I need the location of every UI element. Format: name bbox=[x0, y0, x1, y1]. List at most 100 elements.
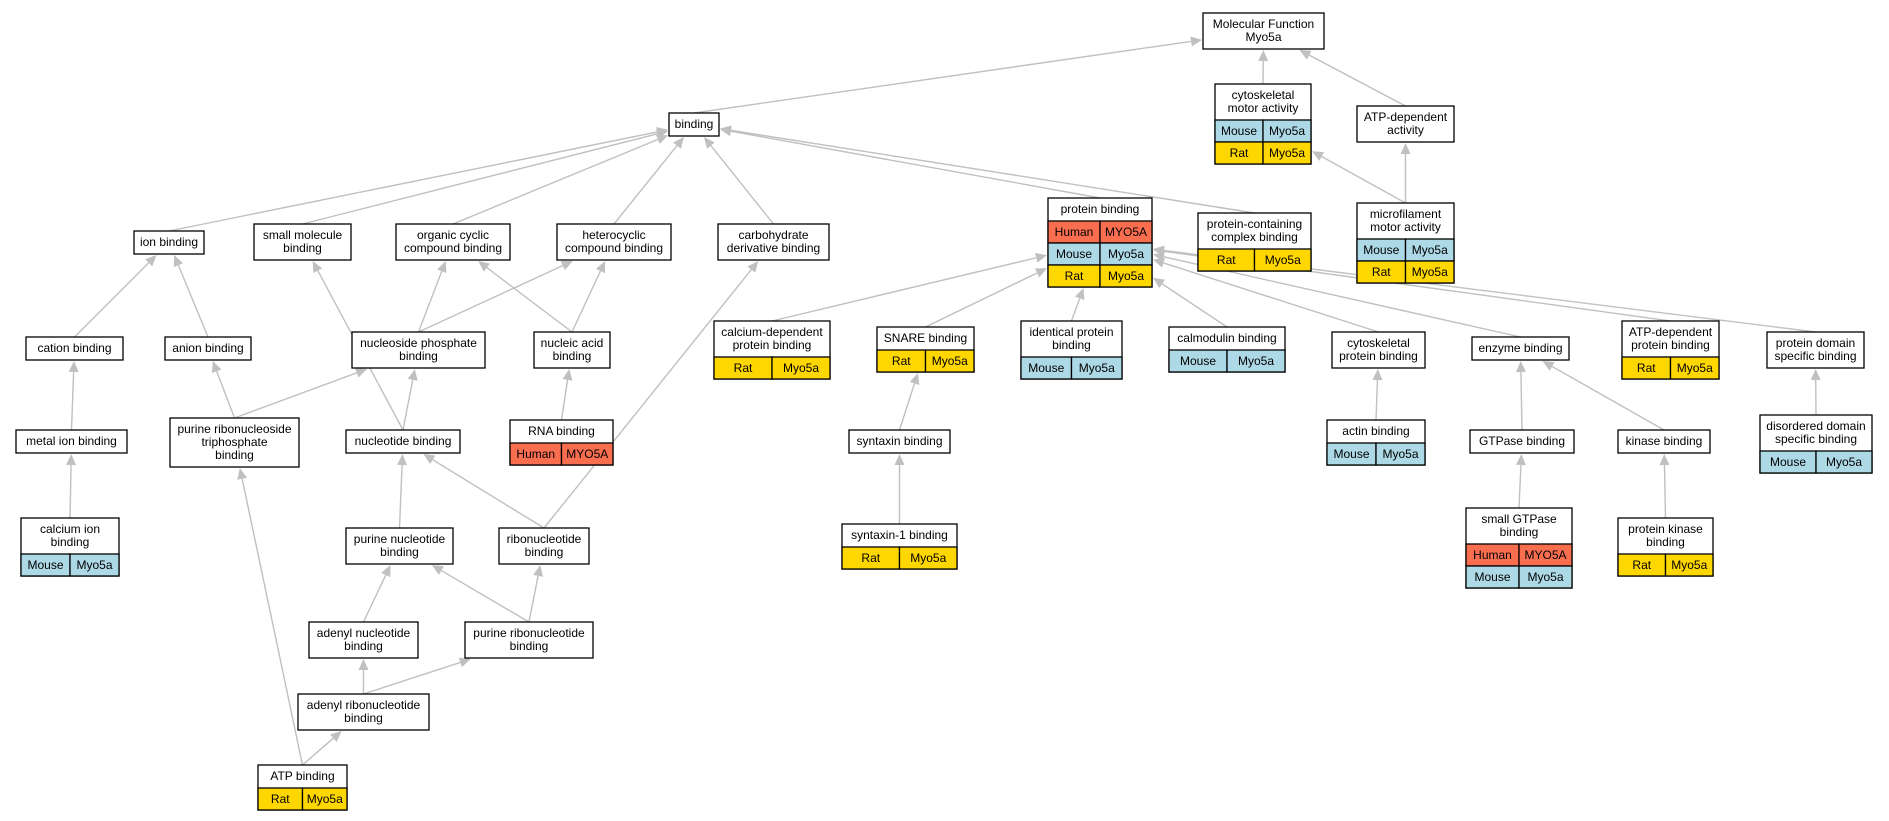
edge-cytoskeletal_motor_activity-to-molecular_function bbox=[1258, 50, 1269, 85]
node-label: binding bbox=[553, 349, 592, 363]
species-label: Human bbox=[516, 447, 555, 461]
node-label: binding bbox=[283, 241, 322, 255]
node-box bbox=[164, 336, 252, 361]
node-cation-binding[interactable]: cation binding bbox=[25, 336, 124, 361]
gene-cell bbox=[898, 546, 958, 570]
arrowhead-icon bbox=[431, 565, 444, 575]
arrowhead-icon bbox=[1190, 36, 1202, 47]
node-box bbox=[717, 223, 830, 261]
node-gtpase-binding[interactable]: GTPase binding bbox=[1469, 429, 1575, 454]
gene-label: Myo5a bbox=[1382, 447, 1418, 461]
edge-atp_binding-to-adenyl_ribonucleotide_binding bbox=[302, 731, 342, 766]
species-label: Rat bbox=[1230, 146, 1249, 160]
arrowhead-icon bbox=[1659, 454, 1670, 466]
species-label: Mouse bbox=[1770, 455, 1806, 469]
node-label: syntaxin binding bbox=[856, 434, 942, 448]
edge-purine_nucleotide_binding-to-nucleotide_binding bbox=[397, 454, 408, 529]
gene-cell bbox=[1070, 356, 1123, 380]
gene-label: Myo5a bbox=[1238, 354, 1274, 368]
node-ion-binding[interactable]: ion binding bbox=[133, 230, 205, 255]
node-label: ATP-dependent bbox=[1364, 110, 1448, 124]
node-anion-binding[interactable]: anion binding bbox=[164, 336, 252, 361]
node-box bbox=[498, 527, 590, 565]
edge-disordered_domain_specific_binding-to-protein_domain_specific_binding bbox=[1810, 369, 1821, 416]
arrowhead-icon bbox=[1542, 361, 1555, 371]
node-label: binding bbox=[525, 545, 564, 559]
node-label: calcium-dependent bbox=[721, 325, 823, 339]
node-label: protein binding bbox=[1061, 202, 1140, 216]
node-label: RNA binding bbox=[528, 424, 595, 438]
node-nucleotide-binding[interactable]: nucleotide binding bbox=[345, 429, 461, 454]
arrowhead-icon bbox=[1153, 277, 1165, 289]
node-kinase-binding[interactable]: kinase binding bbox=[1617, 429, 1711, 454]
species-label: Mouse bbox=[1474, 570, 1510, 584]
arrowhead-icon bbox=[478, 261, 490, 272]
species-label: Mouse bbox=[1180, 354, 1216, 368]
node-enzyme-binding[interactable]: enzyme binding bbox=[1471, 336, 1570, 361]
arrowhead-icon bbox=[1258, 50, 1269, 62]
arrowhead-icon bbox=[66, 454, 77, 466]
gene-cell bbox=[924, 349, 975, 373]
gene-cell bbox=[1664, 553, 1714, 577]
node-box bbox=[345, 527, 454, 565]
edge-nucleoside_phosphate_binding-to-organic_cyclic_compound_binding bbox=[417, 261, 447, 333]
gene-label: Myo5a bbox=[1671, 558, 1707, 572]
node-syntaxin-binding[interactable]: syntaxin binding bbox=[848, 429, 951, 454]
arrowhead-icon bbox=[1515, 454, 1526, 466]
node-metal-ion-binding[interactable]: metal ion binding bbox=[15, 429, 128, 454]
edge-gtpase_binding-to-enzyme_binding bbox=[1515, 361, 1526, 431]
edge-microfilament_motor_activity-to-atp_dependent_activity bbox=[1400, 143, 1411, 203]
arrowhead-icon bbox=[595, 261, 606, 274]
gene-cell bbox=[771, 356, 831, 380]
gene-label: MYO5A bbox=[1105, 225, 1147, 239]
edge-calmodulin_binding-to-protein_binding bbox=[1153, 277, 1228, 328]
arrowhead-icon bbox=[533, 565, 544, 577]
node-label: activity bbox=[1387, 123, 1424, 137]
edge-atp_dependent_activity-to-molecular_function bbox=[1299, 50, 1406, 107]
node-label: anion binding bbox=[172, 341, 243, 355]
node-box bbox=[1471, 336, 1570, 361]
edge-ion_binding-to-binding bbox=[168, 127, 668, 232]
node-label: protein-containing bbox=[1207, 217, 1302, 231]
node-binding[interactable]: binding bbox=[668, 112, 720, 137]
species-label: Human bbox=[1055, 225, 1094, 239]
node-label: syntaxin-1 binding bbox=[851, 528, 948, 542]
edge-purine_ribonucleoside_triphosphate_binding-to-anion_binding bbox=[212, 361, 236, 419]
edge-nucleoside_phosphate_binding-to-heterocyclic_compound_binding bbox=[418, 261, 573, 333]
species-row-human: Human MYO5A bbox=[1047, 220, 1153, 244]
